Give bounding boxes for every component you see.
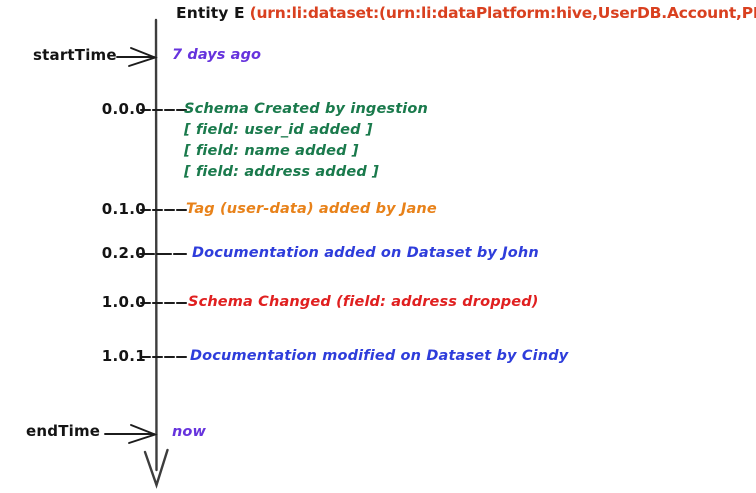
event-version-4: 1.0.1 — [101, 347, 146, 365]
end-time-arrow-icon — [104, 424, 158, 444]
event-detail-0-1: [ field: name added ] — [184, 143, 359, 159]
entity-urn: (urn:li:dataset:(urn:li:dataPlatform:hiv… — [249, 4, 756, 22]
event-version-0: 0.0.0 — [101, 100, 146, 118]
event-detail-0-2: [ field: address added ] — [184, 164, 379, 180]
start-time-arrow-icon — [116, 47, 158, 67]
event-text-3: Schema Changed (field: address dropped) — [188, 294, 539, 310]
end-time-value: now — [172, 424, 206, 440]
event-text-2: Documentation added on Dataset by John — [192, 245, 539, 261]
entity-label: Entity E — [176, 4, 245, 22]
start-time-value: 7 days ago — [172, 47, 262, 63]
event-text-1: Tag (user-data) added by Jane — [186, 201, 437, 217]
timeline-axis-line — [154, 18, 158, 472]
event-version-1: 0.1.0 — [101, 200, 146, 218]
end-time-label: endTime — [26, 422, 101, 440]
event-detail-0-0: [ field: user_id added ] — [184, 122, 373, 138]
timeline-arrowhead-icon — [143, 448, 169, 489]
event-text-4: Documentation modified on Dataset by Cin… — [190, 348, 569, 364]
entity-header: Entity E (urn:li:dataset:(urn:li:dataPla… — [176, 5, 756, 21]
event-version-2: 0.2.0 — [101, 244, 146, 262]
event-version-3: 1.0.0 — [101, 293, 146, 311]
event-text-0: Schema Created by ingestion — [184, 101, 428, 117]
start-time-label: startTime — [33, 46, 117, 64]
event-tick-marks — [138, 108, 188, 359]
